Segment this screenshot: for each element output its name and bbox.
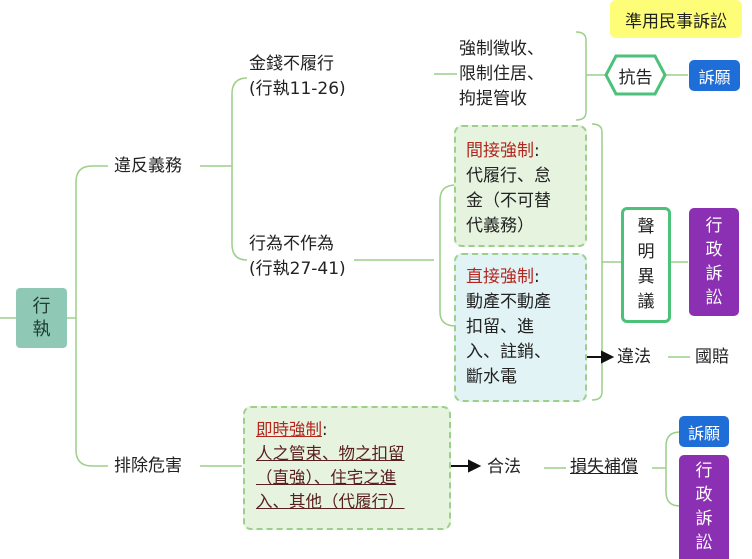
immediate-colon: : [322,420,328,439]
immediate-line2: （直強）、住宅之進 [256,468,397,487]
money-node: 金錢不履行 (行執11-26) [249,52,346,102]
direct-enforcement-text: 直接強制: 動產不動產 扣留、進 入、註銷、 斷水電 [466,265,551,390]
civil-procedure-tag: 準用民事訴訟 [610,0,742,38]
indirect-colon: : [534,141,540,161]
admin-litigation-top-badge: 行 政 訴 訟 [689,208,739,316]
money-measures: 強制徵收、 限制住居、 拘提管收 [459,39,544,109]
kangao-node: 抗告 [618,68,653,88]
immediate-title: 即時強制 [256,420,322,439]
indirect-enforcement-box [454,125,587,247]
state-compensation-node: 國賠 [695,347,729,367]
immediate-enforcement-text: 即時強制: 人之管束、物之扣留 （直強）、住宅之進 入、其他（代履行） [256,418,405,514]
root-node: 行 執 [16,288,67,348]
direct-body: 動產不動產 扣留、進 入、註銷、 斷水電 [466,292,551,387]
money-ref: (行執11-26) [249,79,346,99]
immediate-enforcement-box [243,406,451,530]
suyuan-top-badge: 訴願 [689,60,740,91]
direct-title: 直接強制 [466,267,534,287]
immediate-line1: 人之管束、物之扣留 [256,444,405,463]
immediate-line3: 入、其他（代履行） [256,492,405,511]
money-title: 金錢不履行 [249,54,334,74]
act-ref: (行執27-41) [249,259,346,279]
objection-node: 聲 明 異 議 [621,207,671,323]
branch-violate-obligation: 違反義務 [114,156,182,176]
hexagon-shape [604,54,667,96]
act-node: 行為不作為 (行執27-41) [249,232,346,282]
direct-colon: : [534,267,540,287]
act-title: 行為不作為 [249,234,334,254]
indirect-body: 代履行、怠 金（不可替 代義務） [466,166,551,236]
loss-compensation-node: 損失補償 [570,457,638,477]
suyuan-bottom-badge: 訴願 [679,416,729,447]
illegal-node: 違法 [617,347,651,367]
branch-remove-danger: 排除危害 [114,456,182,476]
indirect-enforcement-text: 間接強制: 代履行、怠 金（不可替 代義務） [466,139,551,239]
indirect-title: 間接強制 [466,141,534,161]
direct-enforcement-box [454,253,587,402]
legal-node: 合法 [487,457,521,477]
admin-litigation-bottom-badge: 行 政 訴 訟 [679,455,729,559]
